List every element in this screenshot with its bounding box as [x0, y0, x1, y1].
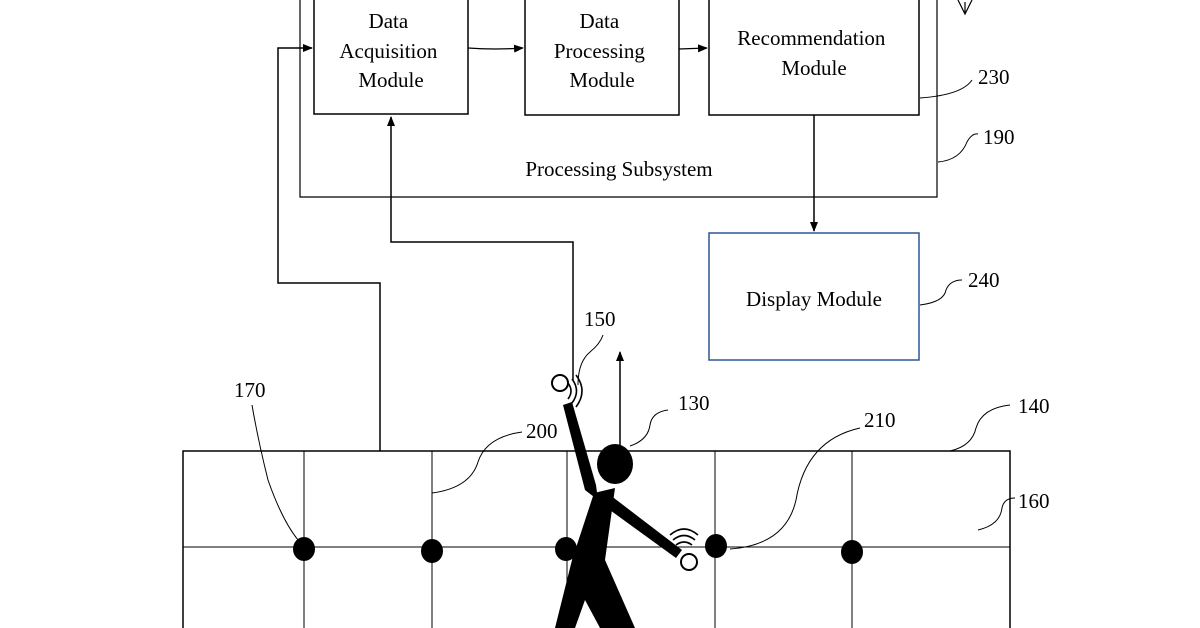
floor-sensor-dot	[421, 539, 443, 563]
ref-150: 150	[584, 307, 616, 331]
person-lowered-arm	[603, 495, 682, 558]
arrow-processing-to-recommendation	[678, 44, 708, 53]
person-raised-hand	[551, 374, 569, 392]
display-module-label: Display Module	[746, 287, 882, 311]
person-raised-arm	[563, 402, 598, 500]
floor-sensor-dot	[555, 537, 577, 561]
arrow-acquisition-to-processing	[467, 44, 524, 53]
person-lowered-hand	[680, 553, 698, 571]
wireless-signal-icon	[669, 528, 699, 546]
ref-170: 170	[234, 378, 266, 402]
data-processing-module-box	[524, 0, 680, 116]
ref-160: 160	[1018, 489, 1050, 513]
ref-210: 210	[864, 408, 896, 432]
ref-200: 200	[526, 419, 558, 443]
processing-subsystem-outline	[299, 0, 938, 198]
leader-140	[949, 404, 1011, 452]
leader-130	[629, 409, 669, 447]
leader-150	[577, 334, 604, 386]
leader-160	[977, 497, 1016, 531]
person-head	[597, 444, 633, 484]
display-module-box	[708, 232, 920, 361]
connection-floor-to-acquisition	[277, 44, 381, 453]
data-processing-module-label: Data Processing Module	[554, 9, 650, 92]
leader-210	[729, 427, 861, 550]
leader-190	[937, 133, 979, 163]
recommendation-module-label: Recommendation Module	[737, 26, 890, 80]
leader-170	[251, 404, 299, 541]
floor-sensor-dot	[841, 540, 863, 564]
connection-sensor-to-acquisition	[387, 116, 574, 380]
leader-200	[431, 431, 523, 494]
ref-240: 240	[968, 268, 1000, 292]
partial-arrow-mark	[957, 0, 973, 16]
person-body	[555, 488, 635, 628]
data-acquisition-module-label: Data Acquisition Module	[339, 9, 442, 92]
recommendation-module-box	[708, 0, 920, 116]
leader-230	[919, 79, 973, 99]
floor-sensor-dot	[293, 537, 315, 561]
person-figure	[551, 374, 698, 628]
processing-subsystem-label: Processing Subsystem	[525, 157, 712, 181]
ref-140: 140	[1018, 394, 1050, 418]
leader-240	[919, 279, 963, 306]
ref-130: 130	[678, 391, 710, 415]
floor-sensor-dot	[705, 534, 727, 558]
data-acquisition-module-box	[313, 0, 469, 115]
ref-190: 190	[983, 125, 1015, 149]
ref-230: 230	[978, 65, 1010, 89]
wireless-signal-icon	[567, 374, 583, 408]
